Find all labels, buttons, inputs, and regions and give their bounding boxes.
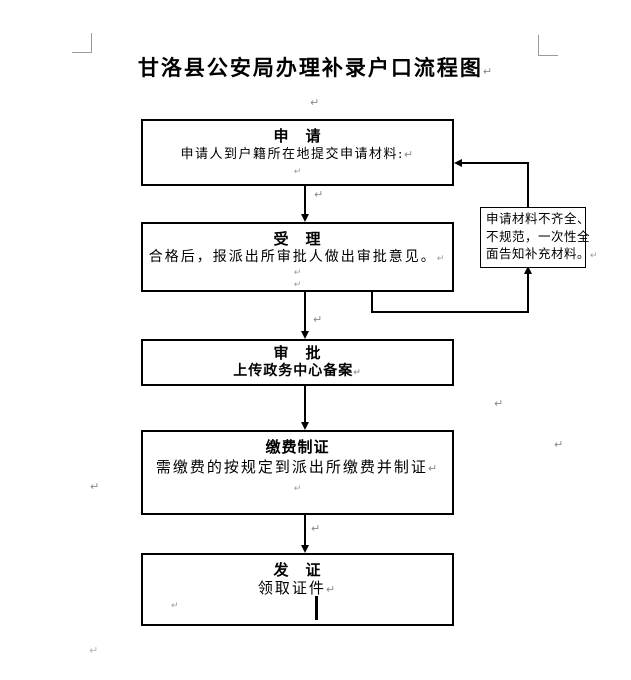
pilcrow-mark: ↵ (311, 522, 321, 535)
arrowhead-fee-to-issue (301, 545, 309, 553)
pilcrow-mark: ↵ (427, 462, 440, 475)
pilcrow-mark: ↵ (314, 188, 324, 201)
crop-mark-top-left-vertical (91, 33, 92, 53)
connector-accept-to-approve (304, 292, 306, 332)
pilcrow-mark: ↵ (293, 268, 302, 278)
flow-box-issue-body: 领取证件↵ (257, 579, 338, 597)
arrowhead-approve-to-fee (301, 422, 309, 430)
flow-box-fee[interactable]: 缴费制证 需缴费的按规定到派出所缴费并制证↵ ↵ (141, 430, 454, 515)
arrowhead-accept-to-approve (301, 331, 309, 339)
crop-mark-top-right-vertical (538, 35, 539, 56)
connector-fee-to-issue (304, 515, 306, 546)
side-note-line-2: 不规范，一次性全 (486, 228, 591, 244)
pilcrow-mark: ↵ (310, 96, 320, 109)
pilcrow-mark: ↵ (313, 313, 323, 326)
feedback-line-across (371, 311, 529, 313)
text-cursor (315, 596, 318, 620)
pilcrow-mark: ↵ (482, 65, 493, 78)
flow-box-fee-body: 需缴费的按规定到派出所缴费并制证↵ (155, 458, 440, 476)
flow-box-apply[interactable]: 申 请 申请人到户籍所在地提交申请材料:↵ ↵ (141, 119, 454, 186)
pilcrow-mark: ↵ (494, 397, 504, 410)
crop-mark-top-left-horizontal (72, 52, 92, 53)
pilcrow-mark: ↵ (590, 251, 599, 261)
pilcrow-mark: ↵ (325, 583, 338, 596)
pilcrow-mark: ↵ (353, 368, 362, 378)
arrowhead-into-apply (454, 159, 462, 167)
crop-mark-top-right-horizontal (538, 55, 558, 56)
flow-box-accept-title: 受 理 (273, 230, 322, 248)
return-line-up (527, 163, 529, 207)
pilcrow-mark: ↵ (171, 601, 179, 611)
flow-box-apply-title: 申 请 (273, 127, 322, 145)
arrowhead-into-side-note (524, 266, 532, 274)
pilcrow-mark: ↵ (436, 254, 447, 264)
side-note-line-1: 申请材料不齐全、 (486, 211, 591, 226)
flow-box-accept[interactable]: 受 理 合格后，报派出所审批人做出审批意见。↵ ↵ ↵ (141, 222, 454, 292)
flow-box-issue-title: 发 证 (273, 561, 322, 579)
connector-apply-to-accept (304, 186, 306, 215)
side-note-line-3: 面告知补充材料。↵ (486, 246, 599, 261)
flow-box-issue[interactable]: 发 证 领取证件↵ ↵ (141, 553, 454, 626)
arrowhead-apply-to-accept (301, 214, 309, 222)
pilcrow-mark: ↵ (90, 480, 100, 493)
pilcrow-mark: ↵ (293, 484, 302, 494)
flow-box-apply-body: 申请人到户籍所在地提交申请材料:↵ (180, 147, 415, 162)
pilcrow-mark: ↵ (554, 438, 564, 451)
pilcrow-mark: ↵ (293, 167, 302, 177)
flow-box-approve-body: 上传政务中心备案↵ (233, 363, 362, 379)
page-title: 甘洛县公安局办理补录户口流程图↵ (92, 52, 538, 82)
pilcrow-mark: ↵ (403, 148, 415, 161)
pilcrow-mark: ↵ (89, 644, 99, 657)
feedback-line-down (371, 292, 373, 313)
connector-approve-to-fee (304, 386, 306, 423)
feedback-line-up (527, 273, 529, 313)
pilcrow-mark: ↵ (293, 280, 302, 290)
flow-box-approve-title: 审 批 (273, 344, 322, 362)
return-line-across (462, 162, 529, 164)
side-note-box[interactable]: 申请材料不齐全、 不规范，一次性全 面告知补充材料。↵ (480, 207, 599, 268)
flow-box-accept-body: 合格后，报派出所审批人做出审批意见。↵ (148, 249, 447, 265)
flow-box-fee-title: 缴费制证 (265, 438, 330, 456)
flow-box-approve[interactable]: 审 批 上传政务中心备案↵ (141, 339, 454, 386)
page-title-text: 甘洛县公安局办理补录户口流程图 (137, 55, 483, 80)
